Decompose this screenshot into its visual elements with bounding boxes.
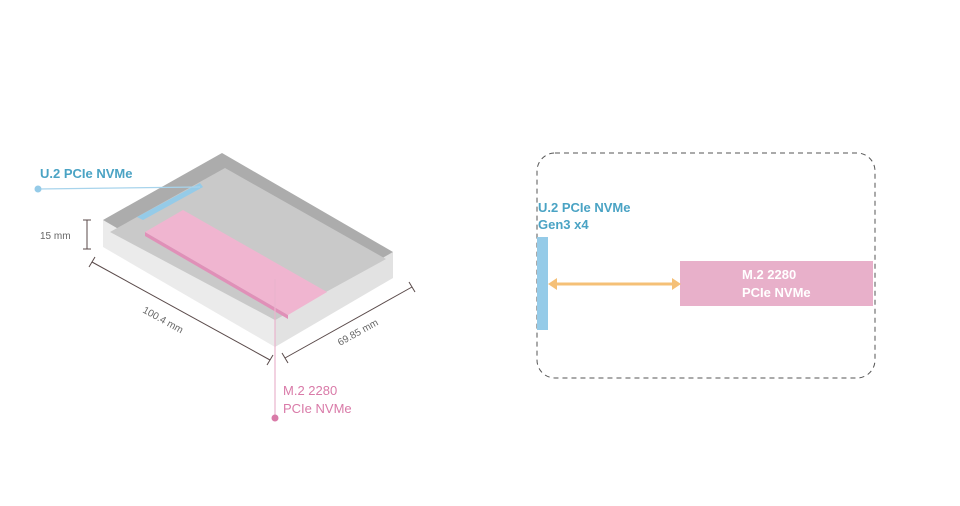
u2-label: U.2 PCIe NVMe	[40, 166, 132, 181]
top-view-diagram: U.2 PCIe NVMe Gen3 x4 M.2 2280 PCIe NVMe	[536, 152, 876, 379]
m2-box-label-line1: M.2 2280	[742, 267, 796, 282]
u2-connector-bar	[537, 237, 548, 330]
enclosure-outline	[536, 152, 876, 379]
height-dimension	[83, 219, 91, 250]
m2-card-box	[680, 261, 873, 306]
u2-label-line2: Gen3 x4	[538, 217, 589, 232]
m2-card-edge	[145, 232, 288, 319]
bay-floor	[110, 168, 386, 320]
width-dimension	[281, 281, 416, 364]
m2-callout: M.2 2280 PCIe NVMe	[271, 279, 352, 422]
drive-bay-isometric	[103, 153, 393, 347]
bay-front-right-face	[275, 252, 393, 347]
u2-connector	[137, 183, 203, 220]
callout-dot	[271, 414, 279, 422]
width-label: 69.85 mm	[336, 317, 380, 348]
m2-box-label-line2: PCIe NVMe	[742, 285, 811, 300]
double-arrow	[548, 278, 681, 290]
callout-dot	[34, 185, 42, 193]
u2-label-line1: U.2 PCIe NVMe	[538, 200, 630, 215]
m2-label-line1: M.2 2280	[283, 383, 337, 398]
m2-label-line2: PCIe NVMe	[283, 401, 352, 416]
u2-callout: U.2 PCIe NVMe	[34, 166, 201, 193]
bay-front-left-face	[103, 220, 275, 347]
height-label: 15 mm	[40, 231, 71, 242]
length-dimension	[88, 256, 274, 366]
m2-card	[145, 210, 327, 315]
